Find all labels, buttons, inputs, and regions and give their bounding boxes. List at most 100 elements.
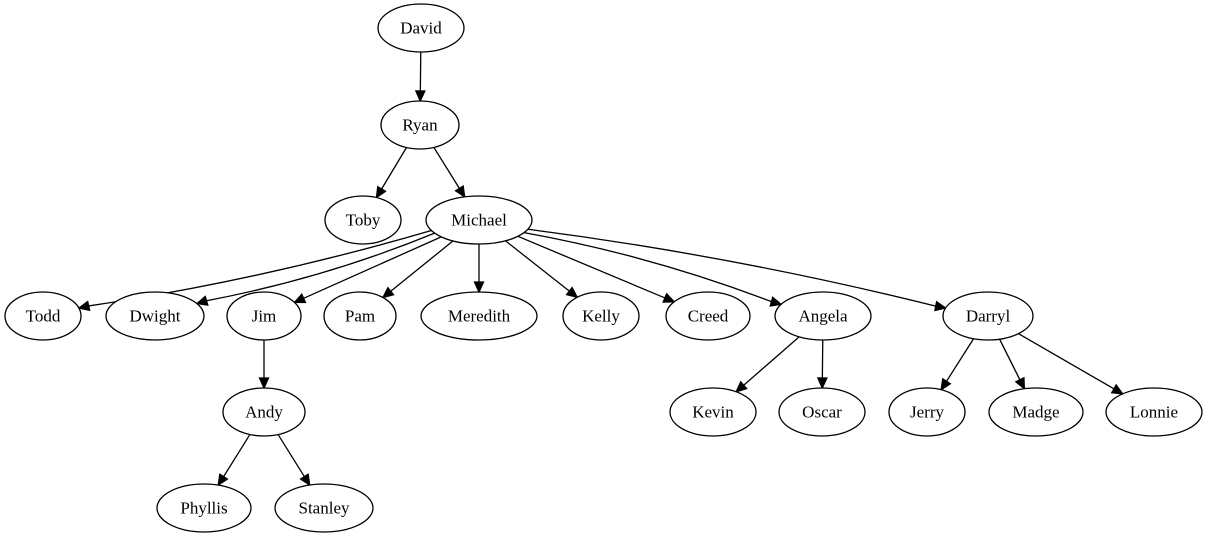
node-label: Todd	[26, 307, 61, 326]
node-jerry: Jerry	[888, 387, 966, 437]
edge-ryan-to-toby	[375, 147, 408, 199]
node-ellipse	[377, 3, 465, 53]
node-label: Creed	[688, 307, 729, 326]
edge-line	[206, 232, 435, 302]
node-michael: Michael	[425, 195, 533, 245]
node-label: Jerry	[910, 403, 944, 422]
arrowhead	[1110, 383, 1124, 395]
node-label: Kevin	[692, 403, 734, 422]
edge-darryl-to-madge	[999, 338, 1026, 391]
edge-michael-to-dwight	[195, 232, 435, 306]
edge-line	[743, 336, 800, 386]
edge-line	[390, 240, 454, 292]
node-angela: Angela	[774, 291, 872, 341]
node-ellipse	[888, 387, 966, 437]
node-ellipse	[324, 195, 402, 245]
node-david: David	[377, 3, 465, 53]
arrowhead	[662, 292, 676, 303]
node-ellipse	[425, 195, 533, 245]
node-ellipse	[222, 387, 306, 437]
arrowhead	[816, 377, 828, 390]
node-ellipse	[774, 291, 872, 341]
node-label: Pam	[345, 307, 375, 326]
edge-line	[303, 236, 442, 299]
arrowhead	[77, 300, 91, 312]
edge-andy-to-phyllis	[217, 434, 251, 487]
node-toby: Toby	[324, 195, 402, 245]
node-ellipse	[380, 100, 460, 150]
node-label: Phyllis	[180, 499, 227, 518]
edge-david-to-ryan	[414, 51, 426, 103]
edge-line	[945, 338, 975, 382]
edge-michael-to-pam	[381, 240, 454, 299]
node-ellipse	[942, 291, 1034, 341]
node-ellipse	[562, 291, 640, 341]
node-lonnie: Lonnie	[1105, 387, 1203, 437]
edge-darryl-to-lonnie	[1018, 333, 1124, 395]
edge-line	[1018, 333, 1115, 390]
node-ryan: Ryan	[380, 100, 460, 150]
arrowhead	[299, 473, 311, 487]
node-ellipse	[669, 387, 757, 437]
node-label: Jim	[252, 307, 277, 326]
node-ellipse	[665, 291, 751, 341]
edge-line	[517, 235, 666, 299]
edge-ryan-to-michael	[433, 147, 466, 199]
node-creed: Creed	[665, 291, 751, 341]
node-todd: Todd	[4, 291, 82, 341]
node-label: Angela	[798, 307, 848, 326]
arrowhead	[414, 90, 426, 103]
edge-angela-to-oscar	[816, 339, 828, 390]
node-ellipse	[274, 483, 374, 533]
node-ellipse	[156, 483, 252, 533]
arrowhead	[293, 293, 307, 304]
arrowhead	[1014, 376, 1026, 391]
node-ellipse	[226, 291, 302, 341]
edge-angela-to-kevin	[734, 336, 800, 393]
node-label: Lonnie	[1130, 403, 1178, 422]
node-ellipse	[323, 291, 397, 341]
node-label: Kelly	[582, 307, 620, 326]
node-ellipse	[988, 387, 1084, 437]
arrowhead	[195, 295, 209, 306]
edge-michael-to-angela	[524, 231, 783, 307]
edge-michael-to-meredith	[473, 243, 485, 294]
node-stanley: Stanley	[274, 483, 374, 533]
arrowhead	[940, 377, 952, 392]
node-label: Oscar	[802, 403, 842, 422]
node-meredith: Meredith	[420, 291, 538, 341]
edge-line	[381, 147, 408, 190]
edge-line	[277, 434, 305, 477]
edge-line	[999, 338, 1021, 381]
node-oscar: Oscar	[778, 387, 866, 437]
node-label: Darryl	[966, 307, 1011, 326]
node-label: Stanley	[299, 499, 350, 518]
edge-michael-to-kelly	[505, 240, 579, 299]
arrowhead	[934, 300, 948, 312]
node-label: Meredith	[448, 307, 511, 326]
arrowhead	[734, 380, 748, 393]
node-label: David	[400, 19, 442, 38]
arrowhead	[454, 184, 466, 199]
edge-line	[505, 240, 570, 292]
arrowhead	[217, 473, 229, 487]
edge-line	[527, 228, 936, 307]
node-darryl: Darryl	[942, 291, 1034, 341]
edge-line	[524, 231, 772, 303]
edge-michael-to-creed	[517, 235, 676, 303]
node-ellipse	[778, 387, 866, 437]
edge-line	[223, 434, 251, 478]
arrowhead	[565, 286, 579, 299]
edge-jim-to-andy	[258, 340, 270, 390]
node-label: Ryan	[402, 116, 438, 135]
arrowhead	[375, 185, 387, 199]
node-madge: Madge	[988, 387, 1084, 437]
node-label: Toby	[346, 211, 381, 230]
node-label: Andy	[245, 403, 283, 422]
arrowhead	[258, 377, 270, 390]
arrowhead	[769, 296, 783, 307]
edge-andy-to-stanley	[277, 434, 311, 487]
edges-layer	[77, 51, 1124, 487]
